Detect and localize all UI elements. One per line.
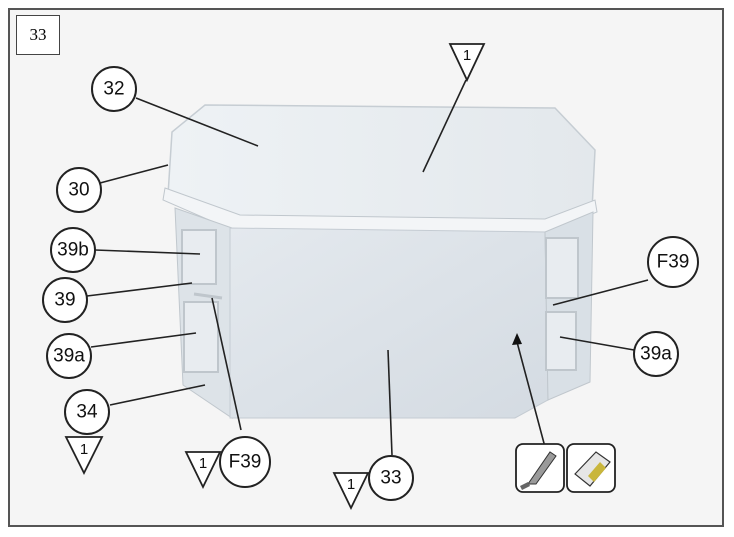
glue-patch-icon [567,444,615,492]
svg-text:F39: F39 [657,252,690,273]
svg-text:39b: 39b [57,240,89,261]
left-window-upper [182,230,216,284]
svg-text:32: 32 [103,79,124,100]
svg-text:1: 1 [347,476,355,493]
svg-text:F39: F39 [229,452,262,473]
svg-text:33: 33 [380,468,401,489]
triangle-marker-top: 1 [450,44,484,80]
callout-39: 39 [43,278,87,322]
triangle-marker-33: 1 [334,473,368,508]
svg-text:39: 39 [54,290,75,311]
callout-33: 33 [369,456,413,500]
left-window-lower [184,302,218,372]
callout-39a-left: 39a [47,334,91,378]
callout-34: 34 [65,390,109,434]
svg-text:1: 1 [80,441,88,458]
right-window-upper [546,238,578,298]
triangle-marker-f39: 1 [186,452,220,487]
callout-f39-right: F39 [648,237,698,287]
callout-39a-right: 39a [634,332,678,376]
callout-f39-left: F39 [220,437,270,487]
glue-applicator-icon [516,444,564,492]
svg-text:1: 1 [199,455,207,472]
callout-39b: 39b [51,228,95,272]
svg-text:39a: 39a [640,344,672,365]
svg-text:1: 1 [463,47,471,64]
svg-text:34: 34 [76,402,98,423]
svg-text:39a: 39a [53,346,85,367]
triangle-marker-left: 1 [66,437,102,473]
right-window-lower [546,312,576,370]
svg-text:30: 30 [68,180,89,201]
callout-30: 30 [57,168,101,212]
lid-top [168,105,595,222]
callout-32: 32 [92,67,136,111]
